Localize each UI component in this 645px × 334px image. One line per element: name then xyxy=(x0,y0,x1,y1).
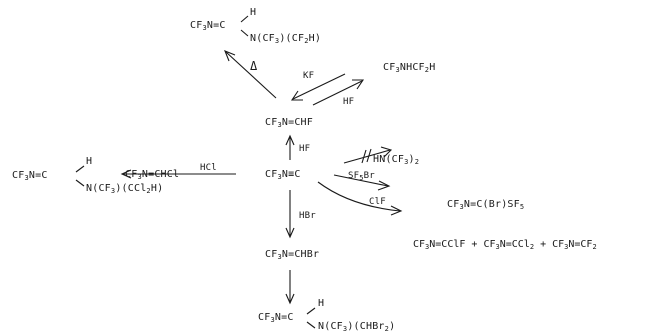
reagent-hbr: HBr xyxy=(299,211,316,221)
reagent-hf-up: HF xyxy=(299,144,311,154)
arrow-sf5br xyxy=(333,174,389,187)
compound-left-branch-up: H xyxy=(86,156,93,167)
arrowhead-hf-up xyxy=(285,134,295,146)
reagent-kf: KF xyxy=(303,71,315,81)
compound-imine-chf: CF3N=CHF xyxy=(265,117,313,129)
arrow-hf-reverse xyxy=(312,80,363,106)
branch-bottom-up xyxy=(306,307,316,315)
arrowhead-sf5br xyxy=(377,180,391,191)
arrow-hn-strike-1 xyxy=(361,149,367,164)
compound-sf5: CF3N=C(Br)SF5 xyxy=(447,199,525,211)
compound-bromo-imine: CF3N=CHBr xyxy=(265,249,320,261)
compound-top-branch-up: H xyxy=(250,7,257,18)
branch-left-up xyxy=(75,165,85,173)
branch-top-down xyxy=(240,29,249,37)
compound-amine: CF3NHCF2H xyxy=(383,62,436,74)
arrow-delta xyxy=(225,51,277,99)
branch-left-down xyxy=(75,179,85,187)
branch-top-up xyxy=(240,15,249,23)
arrowhead-clf xyxy=(390,205,403,216)
formula-text: CF3N=C xyxy=(190,20,226,32)
arrowhead-kf xyxy=(290,90,303,101)
reagent-delta: Δ xyxy=(250,59,258,73)
arrowhead-hcl xyxy=(120,169,132,179)
arrow-kf xyxy=(292,73,346,100)
arrowhead-bottom xyxy=(285,293,295,305)
compound-clf-products: CF3N=CClF + CF3N=CCl2 + CF3N=CF2 xyxy=(413,239,597,251)
compound-bottom-head: CF3N=C xyxy=(258,312,294,324)
compound-top-branch-down: N(CF3)(CF2H) xyxy=(250,33,322,45)
compound-bottom-branch-up: H xyxy=(318,298,325,309)
compound-left-head: CF3N=C xyxy=(12,170,48,182)
reagent-clf: ClF xyxy=(369,197,386,207)
arrowhead-hbr xyxy=(285,227,295,239)
compound-top-head: CF3N=C xyxy=(190,21,226,32)
compound-bottom-branch-down: N(CF3)(CHBr2) xyxy=(318,321,396,333)
compound-isocyanide: CF3N≡C xyxy=(265,169,301,181)
branch-bottom-down xyxy=(306,321,316,329)
arrowhead-delta xyxy=(224,50,236,62)
arrowhead-hf-reverse xyxy=(352,79,365,90)
arrow-hn-strike-2 xyxy=(366,148,372,163)
reagent-sf5br: SF5Br xyxy=(348,171,375,182)
compound-hn: HN(CF3)2 xyxy=(373,154,420,166)
reagent-hf-reverse: HF xyxy=(343,97,355,107)
reagent-hcl: HCl xyxy=(200,163,217,173)
arrowhead-hn-blocked xyxy=(380,146,393,158)
compound-chloro-imine: CF3N=CHCl xyxy=(125,169,180,181)
compound-left-branch-down: N(CF3)(CCl2H) xyxy=(86,183,164,195)
arrow-hn-blocked xyxy=(343,149,391,164)
arrow-clf xyxy=(317,181,401,212)
